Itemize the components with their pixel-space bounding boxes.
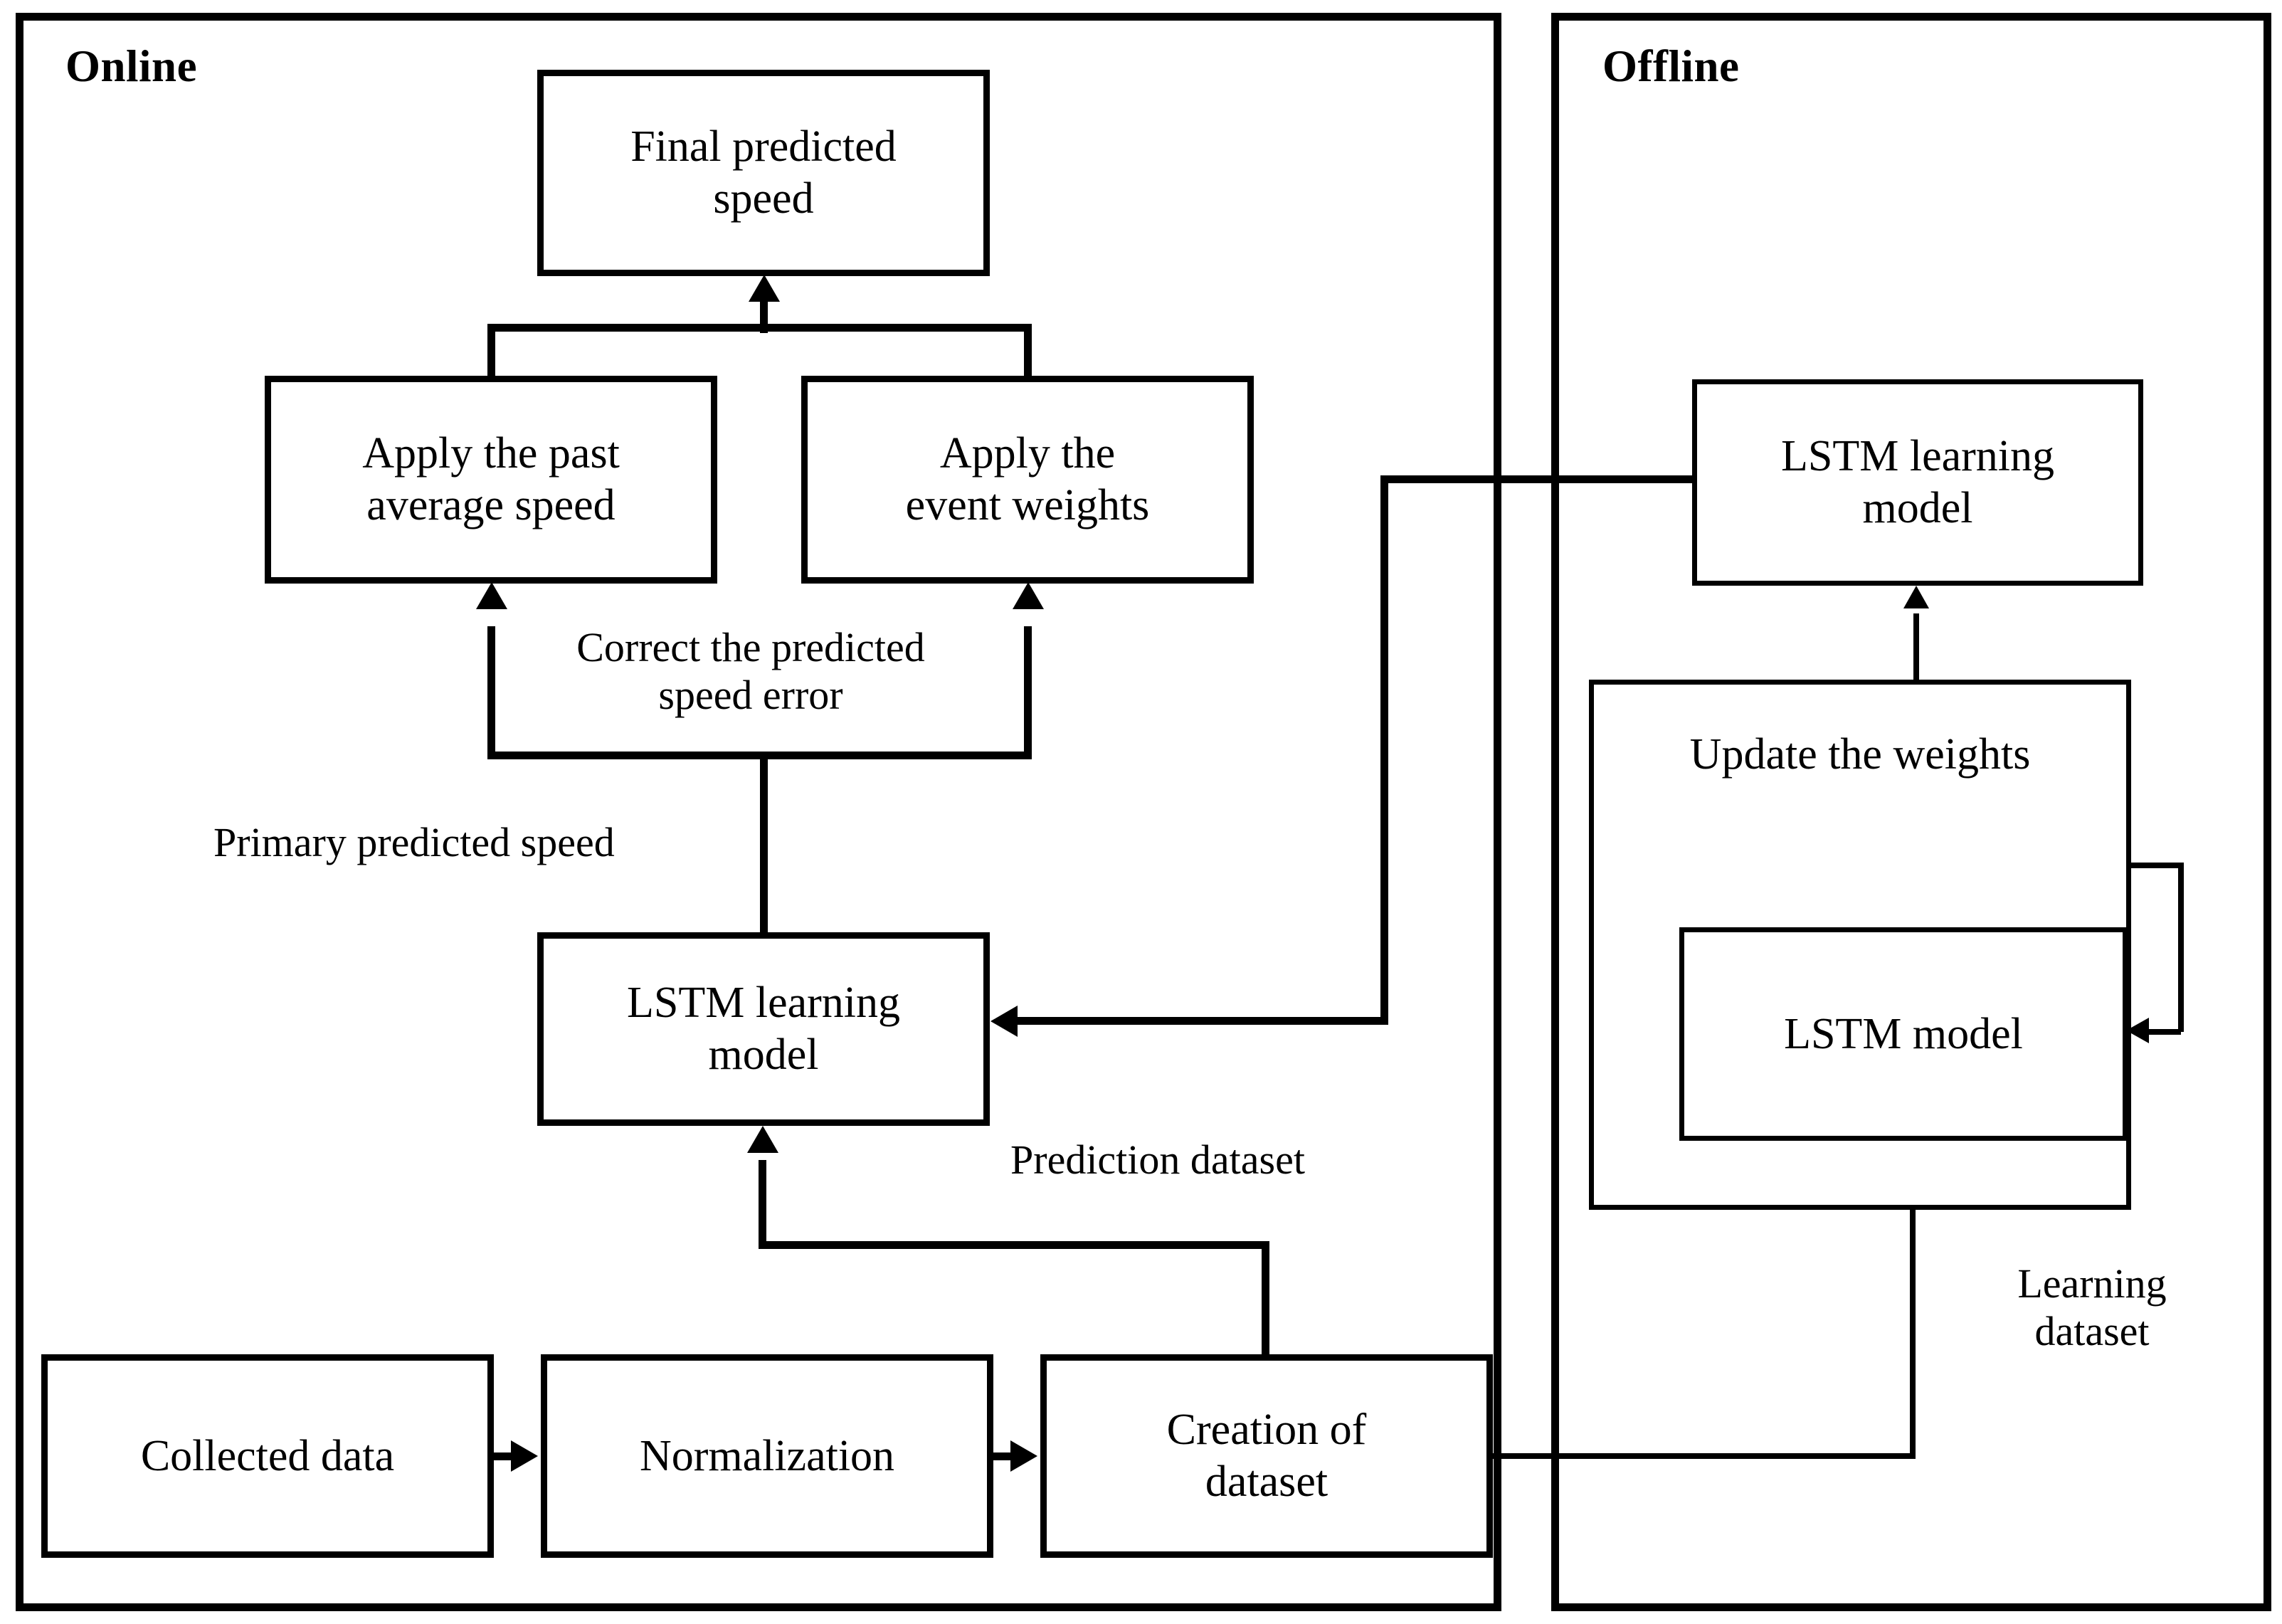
node-collected-data-label: Collected data [140,1431,395,1480]
connector-offline-model-to-online-top [1380,475,1701,483]
node-lstm-learning-model-online[interactable]: LSTM learning model [537,932,990,1126]
connector-apply-past-to-merge [487,324,495,379]
edge-label-primary-predicted-speed: Primary predicted speed [213,819,615,865]
connector-lstm-loop-return [2149,1029,2181,1035]
connector-normalization-to-creation [993,1452,1013,1460]
node-final-predicted-speed[interactable]: Final predicted speed [537,70,990,276]
arrowhead-to-apply-event-weights [1013,582,1044,609]
node-lstm-model-label: LSTM model [1784,1009,2023,1058]
connector-merge-to-final-speed [760,299,768,333]
panel-online [16,13,1501,1611]
panel-offline-title: Offline [1602,41,1740,91]
node-apply-past-average-speed[interactable]: Apply the past average speed [265,376,717,584]
arrowhead-to-apply-past-average-speed [476,582,507,609]
node-normalization-label: Normalization [639,1431,895,1480]
node-normalization[interactable]: Normalization [541,1354,993,1558]
node-creation-of-dataset-label: Creation of dataset [1166,1406,1367,1506]
arrowhead-normalization-to-creation [1010,1440,1037,1472]
connector-merge-bar-top [487,324,1032,332]
node-apply-event-weights[interactable]: Apply the event weights [801,376,1254,584]
edge-label-learning-dataset: Learning dataset [2017,1260,2167,1355]
connector-split-to-apply-event [1024,626,1032,754]
panel-offline [1551,13,2271,1611]
connector-split-bar-bottom [487,752,1032,759]
connector-creation-to-prediction-riser [1262,1241,1269,1356]
node-apply-event-weights-label: Apply the event weights [905,429,1150,529]
node-final-predicted-speed-label: Final predicted speed [630,122,897,223]
connector-offline-model-into-online-lstm [1018,1017,1388,1025]
node-apply-past-average-speed-label: Apply the past average speed [362,429,620,529]
connector-lstm-to-split-bar [760,752,768,935]
connector-update-weights-to-offline-lstm [1913,613,1919,685]
arrowhead-update-weights-to-offline-lstm [1903,586,1929,608]
node-lstm-learning-model-offline-label: LSTM learning model [1781,432,2054,532]
connector-prediction-dataset-run [759,1241,1269,1249]
arrowhead-prediction-dataset-to-lstm [747,1126,778,1153]
connector-lstm-loop-right [2178,863,2184,1032]
node-update-the-weights-label: Update the weights [1689,730,2031,779]
connector-learning-dataset-riser [1910,1171,1916,1456]
node-creation-of-dataset[interactable]: Creation of dataset [1040,1354,1493,1558]
connector-apply-event-to-merge [1024,324,1032,379]
panel-online-title: Online [65,41,198,91]
arrowhead-collected-to-normalization [511,1440,538,1472]
node-lstm-learning-model-online-label: LSTM learning model [627,979,900,1079]
arrowhead-to-final-predicted-speed [749,275,780,302]
connector-offline-model-drop [1380,475,1388,1025]
edge-label-prediction-dataset: Prediction dataset [1010,1137,1305,1183]
node-lstm-model[interactable]: LSTM model [1679,927,2128,1141]
node-collected-data[interactable]: Collected data [41,1354,494,1558]
node-lstm-learning-model-offline[interactable]: LSTM learning model [1692,379,2143,586]
connector-prediction-dataset-into-lstm [759,1160,766,1244]
arrowhead-offline-model-to-online-lstm [991,1006,1018,1037]
edge-label-correct-predicted-speed-error: Correct the predicted speed error [576,624,925,719]
connector-collected-to-normalization [494,1452,514,1460]
connector-split-to-apply-past [487,626,495,754]
connector-learning-dataset-run [1491,1453,1916,1459]
